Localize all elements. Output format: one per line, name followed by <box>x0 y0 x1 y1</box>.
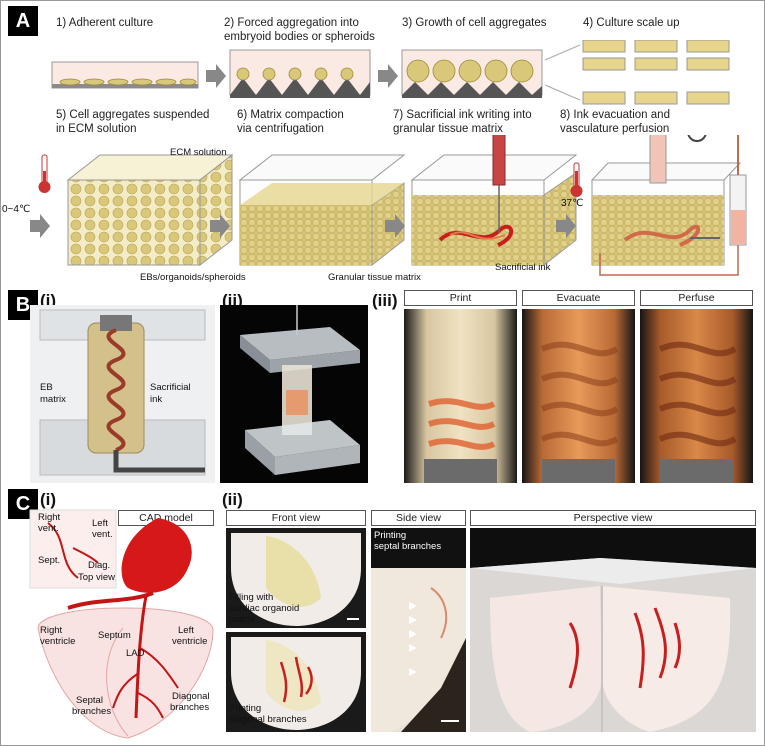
compacted-matrix-box <box>238 154 406 267</box>
print-photo <box>404 309 517 483</box>
inset-diag-label: Diag. <box>88 560 111 571</box>
inset-right-vent-line2: vent. <box>38 523 59 534</box>
panel-a-top-row-diagram <box>51 40 730 105</box>
ebs-organoids-spheroids-label: EBs/organoids/spheroids <box>140 272 246 283</box>
tab-print: Print <box>404 290 517 306</box>
eb-matrix-label-line2: matrix <box>40 394 66 405</box>
step-8-label-line2: vasculature perfusion <box>560 123 670 135</box>
tab-evacuate: Evacuate <box>522 290 635 306</box>
tab-front-view: Front view <box>226 510 366 526</box>
device-photo <box>220 305 368 483</box>
front-view-printing-photo <box>226 632 366 732</box>
diagonal-branches-label-line1: Diagonal <box>172 691 210 702</box>
scale-bar <box>347 618 359 620</box>
heart-cad-model <box>29 509 214 739</box>
tab-side-view: Side view <box>371 510 466 526</box>
aggregation-wells <box>229 49 371 98</box>
evacuate-photo <box>522 309 635 483</box>
step-7-label-line1: 7) Sacrificial ink writing into <box>393 109 532 121</box>
septal-branches-label-line2: branches <box>72 706 112 717</box>
ecm-suspension-box <box>66 153 234 267</box>
panel-b-iii-label: (iii) <box>372 291 398 310</box>
filling-label-line3: matrix <box>229 614 255 625</box>
panel-label-c: C <box>8 489 38 519</box>
tab-perfuse: Perfuse <box>640 290 753 306</box>
tab-perspective-view: Perspective view <box>470 510 756 526</box>
sacrificial-ink-b-label-line2: ink <box>150 394 163 405</box>
sacrificial-ink-label: Sacrificial ink <box>495 262 551 273</box>
inset-left-vent-line1: Left <box>92 518 108 529</box>
front-view-filling-photo <box>226 528 366 628</box>
flow-arrow <box>206 64 226 88</box>
printing-septal-label-line1: Printing <box>374 530 407 541</box>
scale-up-dishes <box>582 40 730 105</box>
printing-septal-label-line2: septal branches <box>374 541 442 552</box>
step-6-label-line2: via centrifugation <box>237 123 324 135</box>
flow-arrow <box>378 64 398 88</box>
inset-left-vent-line2: vent. <box>92 529 113 540</box>
perfuse-photo <box>640 309 753 483</box>
inset-sept-label: Sept. <box>38 555 61 566</box>
step-7-label-line2: granular tissue matrix <box>393 123 503 135</box>
adherent-culture-dish <box>51 61 199 89</box>
step-1-label: 1) Adherent culture <box>56 17 154 29</box>
panel-a-bottom-row-diagram <box>30 135 747 276</box>
step-3-label: 3) Growth of cell aggregates <box>402 17 547 29</box>
sacrificial-writing-box <box>410 135 578 267</box>
step-6-label-line1: 6) Matrix compaction <box>237 109 344 121</box>
left-ventricle-label-line1: Left <box>178 625 194 636</box>
flow-arrow <box>385 214 405 238</box>
panel-c-i-label: (i) <box>40 490 57 509</box>
step-5-label-line1: 5) Cell aggregates suspended <box>56 109 210 121</box>
septum-label: Septum <box>98 630 131 641</box>
inset-right-vent-line1: Right <box>38 512 61 523</box>
printing-diagonal-label-line1: Printing <box>229 703 262 714</box>
eb-matrix-label-line1: EB <box>40 382 53 393</box>
flow-arrow <box>556 214 576 238</box>
perspective-view-photo <box>470 528 756 732</box>
step-8-label-line1: 8) Ink evacuation and <box>560 109 670 121</box>
lad-label: LAD <box>126 648 145 659</box>
ecm-solution-label: ECM solution <box>170 147 227 158</box>
granular-tissue-matrix-label: Granular tissue matrix <box>328 272 421 283</box>
printed-construct-render <box>30 305 215 483</box>
warm-temperature-label: 37℃ <box>561 198 584 209</box>
step-5-label-line2: in ECM solution <box>56 123 137 135</box>
step-2-label-line2: embryoid bodies or spheroids <box>224 31 375 43</box>
sacrificial-ink-b-label-line1: Sacrificial <box>150 382 191 393</box>
flow-arrow <box>210 214 230 238</box>
step-4-label: 4) Culture scale up <box>583 17 680 29</box>
left-ventricle-label-line2: ventricle <box>172 636 208 647</box>
right-ventricle-label-line1: Right <box>40 625 63 636</box>
thermometer-cold-icon <box>38 154 51 193</box>
inset-top-view-label: Top view <box>78 572 115 583</box>
side-view-photo <box>371 528 466 732</box>
septal-branches-label-line1: Septal <box>76 695 103 706</box>
panel-c-ii-label: (ii) <box>222 490 243 509</box>
perfusion-box <box>590 135 747 276</box>
flow-arrow <box>30 214 50 238</box>
panel-label-a: A <box>8 6 38 36</box>
growth-wells <box>401 49 543 98</box>
filling-label-line2: cardiac organoid <box>229 603 300 614</box>
printing-diagonal-label-line2: diagonal branches <box>229 714 307 725</box>
cold-temperature-label: 0~4℃ <box>2 204 31 215</box>
step-2-label-line1: 2) Forced aggregation into <box>224 17 359 29</box>
right-ventricle-label-line2: ventricle <box>40 636 76 647</box>
filling-label-line1: Filling with <box>229 592 274 603</box>
thermometer-warm-icon <box>570 162 583 197</box>
diagonal-branches-label-line2: branches <box>170 702 210 713</box>
